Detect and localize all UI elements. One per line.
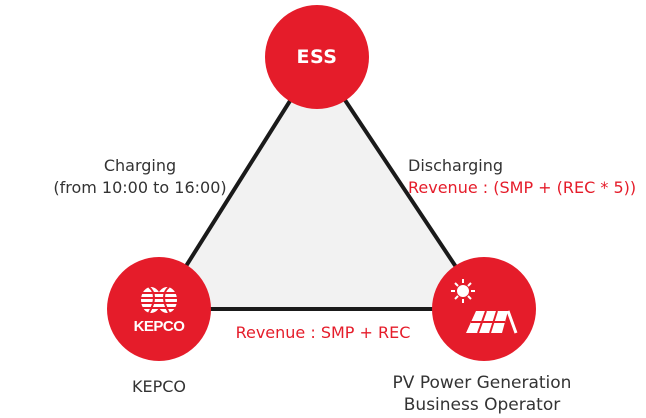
pv-operator-node — [432, 257, 536, 361]
ess-node: ESS — [265, 5, 369, 109]
kepco-caption: KEPCO — [131, 377, 186, 396]
charging-label: Charging (from 10:00 to 16:00) — [40, 155, 240, 199]
kepco-pv-revenue-label: Revenue : SMP + REC — [235, 323, 411, 342]
discharging-title: Discharging — [408, 156, 504, 175]
pv-caption-line2: Business Operator — [403, 395, 561, 415]
kepco-logo-text: KEPCO — [134, 318, 186, 335]
pv-operator-caption: PV Power Generation Business Operator — [364, 372, 600, 416]
discharging-label: Discharging Revenue : (SMP + (REC * 5)) — [408, 155, 636, 199]
sun-icon — [451, 279, 475, 303]
ess-label: ESS — [296, 46, 338, 68]
kepco-logo-icon: KEPCO — [134, 286, 186, 335]
triangle-shape — [157, 56, 486, 311]
charging-time: (from 10:00 to 16:00) — [53, 178, 227, 197]
solar-panel-icon — [451, 279, 518, 334]
kepco-node: KEPCO — [107, 257, 211, 361]
pv-caption-line1: PV Power Generation — [392, 373, 572, 393]
charging-title: Charging — [103, 156, 177, 175]
discharging-revenue: Revenue : (SMP + (REC * 5)) — [408, 178, 637, 197]
